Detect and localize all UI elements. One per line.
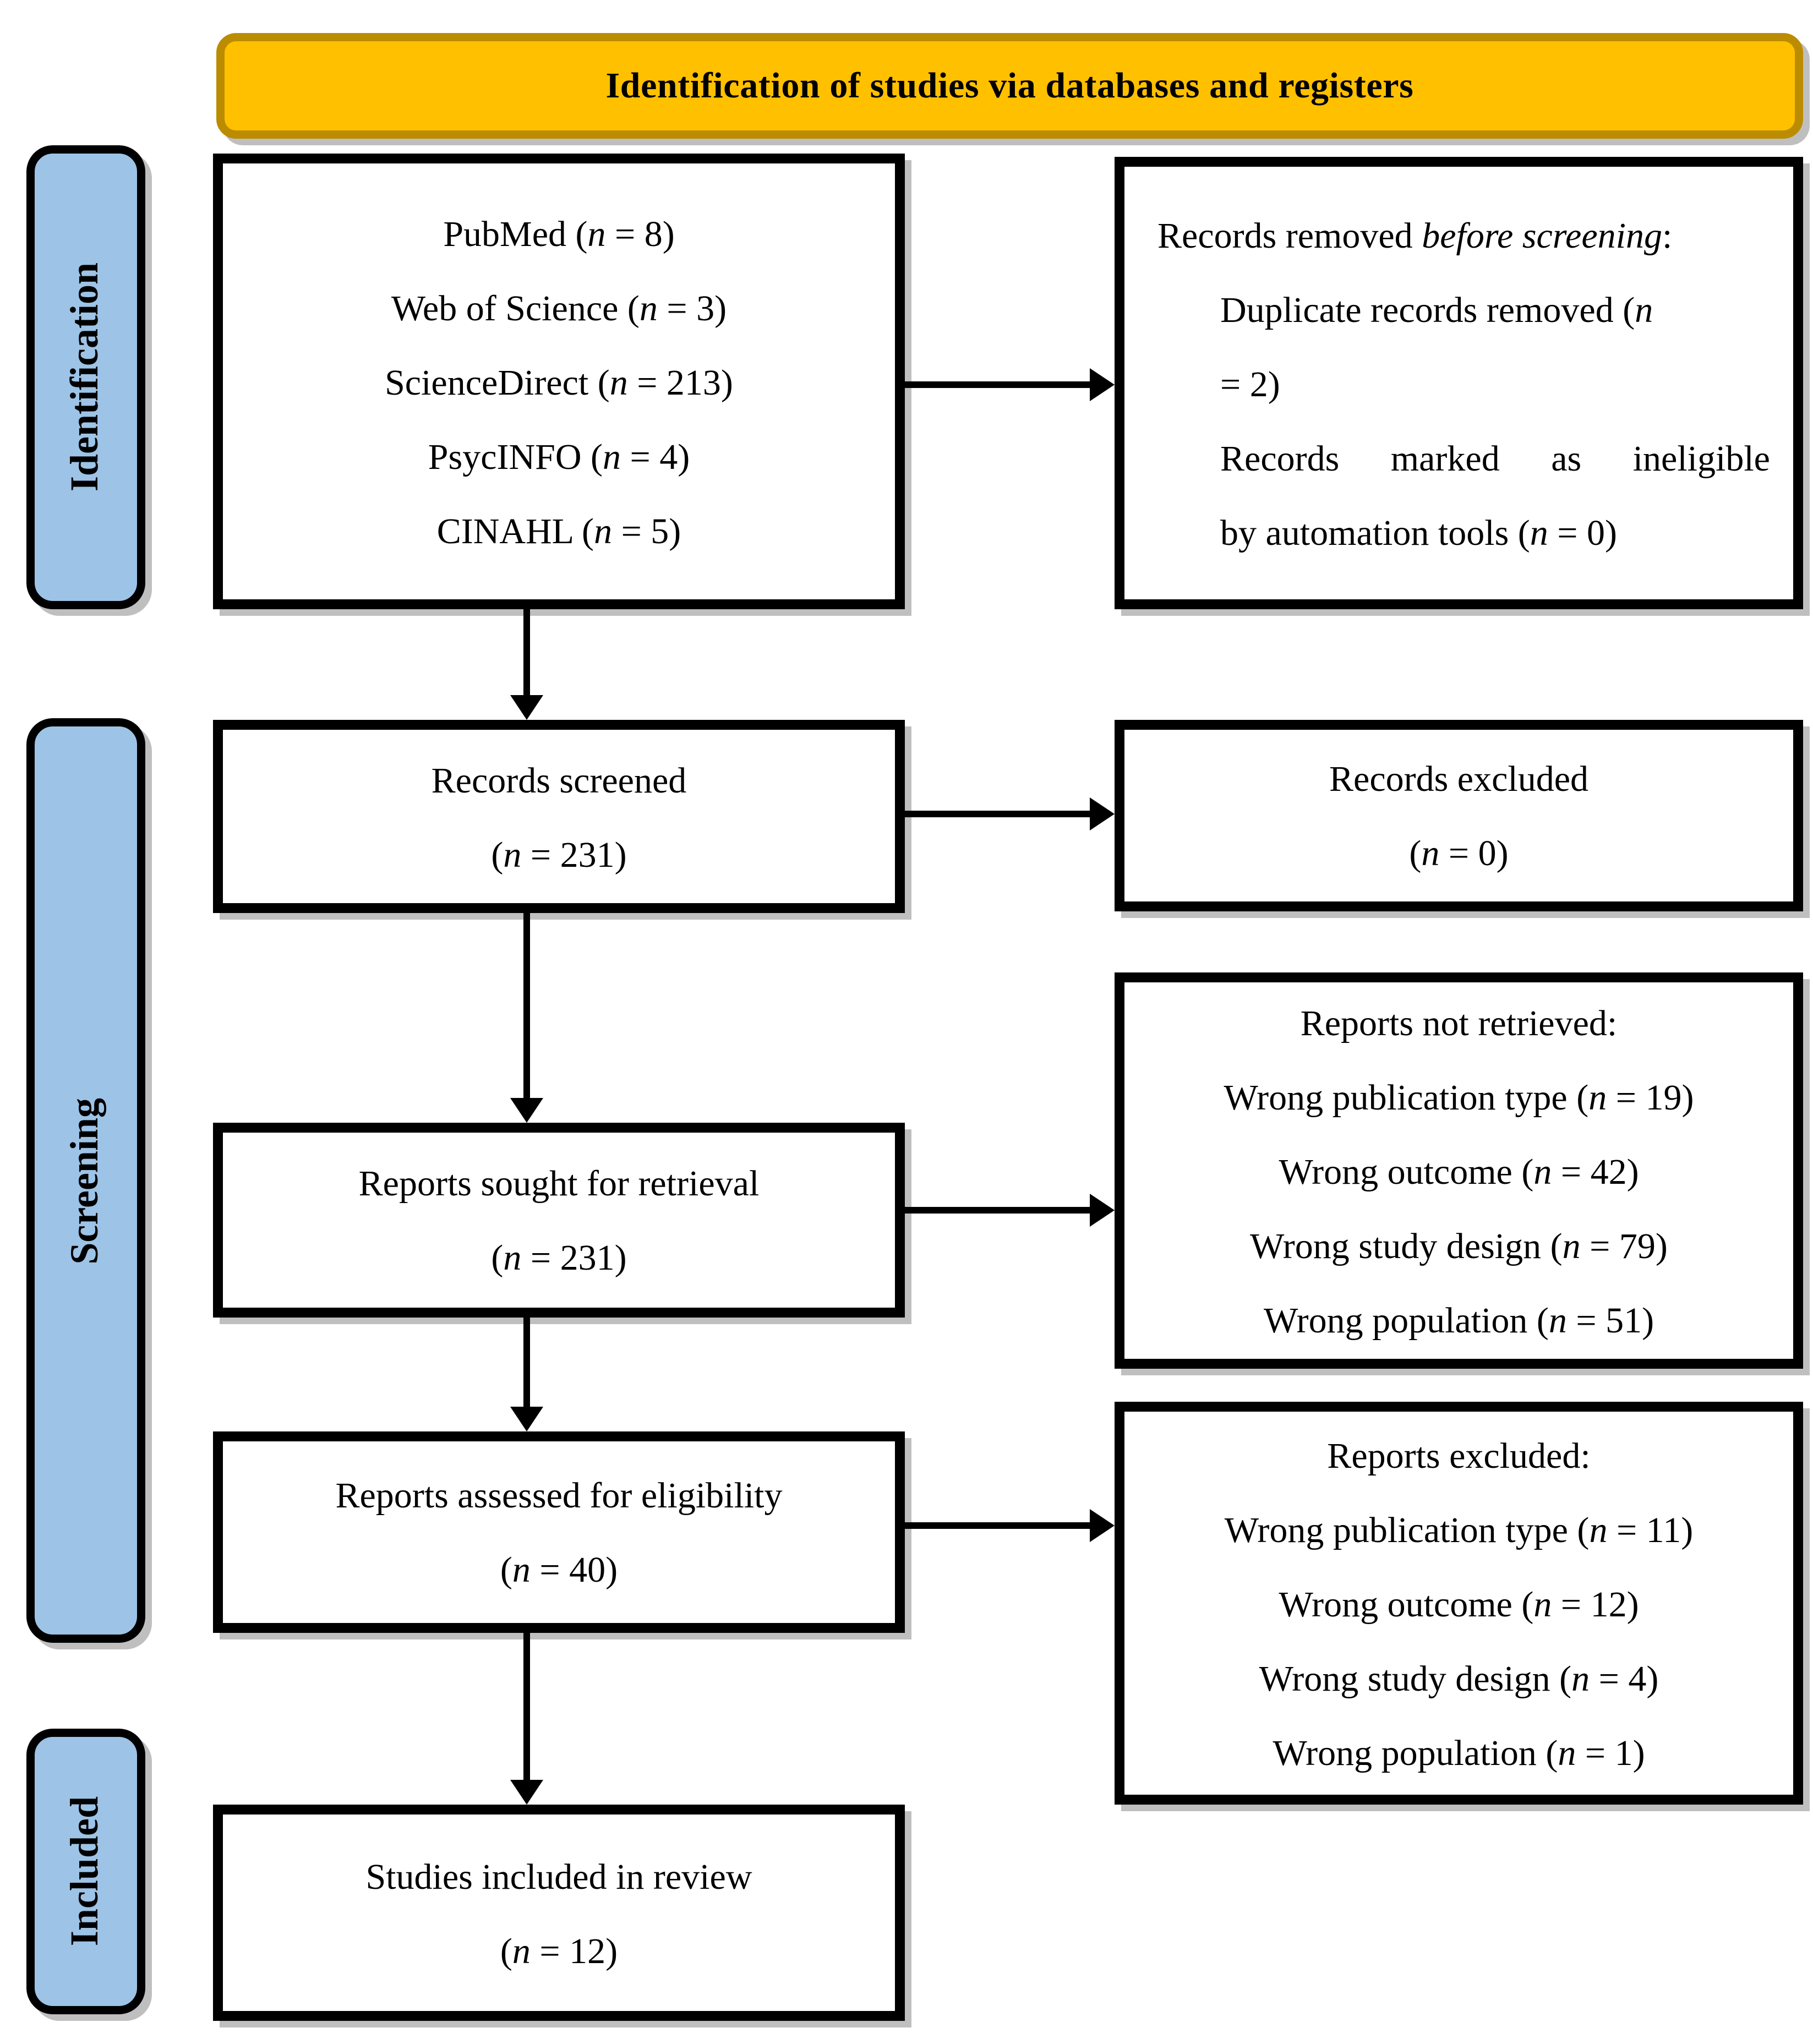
box-line: Wrong population (n = 51)	[1263, 1298, 1654, 1340]
box-reports-sought-for-retrieval: Reports sought for retrieval (n = 231)	[213, 1123, 905, 1318]
arrowhead-down-icon	[510, 1780, 543, 1805]
box-line: (n = 231)	[491, 833, 627, 875]
arrowhead-right-icon	[1090, 368, 1115, 401]
box-line: Wrong publication type (n = 11)	[1224, 1508, 1694, 1550]
box-line: PubMed (n = 8)	[443, 212, 675, 254]
box-line: (n = 40)	[500, 1549, 618, 1590]
box-records-excluded: Records excluded (n = 0)	[1115, 720, 1803, 911]
arrowhead-right-icon	[1090, 1509, 1115, 1542]
arrow-line	[523, 609, 530, 698]
stage-label-identification-text: Identification	[63, 263, 107, 492]
stage-label-screening: Screening	[26, 718, 145, 1643]
stage-label-included-text: Included	[63, 1796, 107, 1947]
arrow-line	[905, 381, 1093, 388]
arrowhead-down-icon	[510, 1098, 543, 1123]
arrow-down-assessed-to-included	[510, 1633, 543, 1805]
box-line: Reports not retrieved:	[1300, 1001, 1618, 1043]
box-records-screened: Records screened (n = 231)	[213, 720, 905, 913]
header-banner: Identification of studies via databases …	[216, 33, 1803, 139]
box-line: Web of Science (n = 3)	[391, 286, 727, 328]
box-databases-sources: PubMed (n = 8) Web of Science (n = 3) Scie…	[213, 154, 905, 609]
box-line: Records removed before screening:	[1157, 214, 1673, 255]
box-line: Duplicate records removed (n	[1220, 288, 1653, 330]
arrow-line	[523, 1318, 530, 1410]
arrowhead-down-icon	[510, 695, 543, 720]
arrow-down-sought-to-assessed	[510, 1318, 543, 1431]
stage-label-identification: Identification	[26, 145, 145, 609]
arrow-line	[523, 1633, 530, 1783]
box-line: (n = 231)	[491, 1237, 627, 1278]
box-line: Wrong outcome (n = 42)	[1279, 1150, 1639, 1192]
arrowhead-right-icon	[1090, 1194, 1115, 1227]
box-studies-included-in-review: Studies included in review (n = 12)	[213, 1805, 905, 2021]
box-line: Records excluded	[1329, 758, 1588, 799]
arrow-down-databases-to-screened	[510, 609, 543, 720]
box-line: Wrong study design (n = 79)	[1250, 1224, 1668, 1266]
box-line: by automation tools (n = 0)	[1220, 511, 1617, 553]
arrow-down-screened-to-sought	[510, 913, 543, 1123]
arrow-line	[905, 811, 1093, 817]
arrowhead-right-icon	[1090, 797, 1115, 830]
box-line: Wrong study design (n = 4)	[1259, 1657, 1659, 1698]
box-line: (n = 0)	[1409, 832, 1509, 873]
stage-label-included: Included	[26, 1729, 145, 2014]
box-reports-excluded: Reports excluded: Wrong publication type …	[1115, 1402, 1803, 1805]
arrowhead-down-icon	[510, 1407, 543, 1431]
stage-label-screening-text: Screening	[63, 1097, 107, 1264]
arrow-line	[905, 1522, 1093, 1529]
box-line: Records marked as ineligible	[1220, 436, 1770, 478]
box-line: PsycINFO (n = 4)	[428, 435, 690, 477]
box-line: Wrong publication type (n = 19)	[1224, 1075, 1694, 1117]
page-title: Identification of studies via databases …	[605, 64, 1414, 106]
box-line: CINAHL (n = 5)	[436, 509, 681, 551]
box-line: ScienceDirect (n = 213)	[385, 360, 733, 402]
box-records-removed-before-screening: Records removed before screening: Duplica…	[1115, 157, 1803, 609]
box-line: Reports sought for retrieval	[358, 1162, 760, 1204]
box-reports-not-retrieved: Reports not retrieved: Wrong publication …	[1115, 972, 1803, 1369]
box-line: Reports excluded:	[1327, 1434, 1591, 1475]
box-line: = 2)	[1220, 362, 1280, 404]
box-line: Records screened	[431, 758, 687, 800]
box-line: Reports assessed for eligibility	[335, 1474, 783, 1516]
box-line: Wrong outcome (n = 12)	[1279, 1582, 1639, 1624]
box-line: Wrong population (n = 1)	[1273, 1731, 1645, 1773]
box-line: Studies included in review	[365, 1855, 752, 1897]
box-line: (n = 12)	[500, 1929, 618, 1971]
arrow-line	[905, 1207, 1093, 1214]
arrow-line	[523, 913, 530, 1101]
box-reports-assessed-for-eligibility: Reports assessed for eligibility (n = 40)	[213, 1431, 905, 1633]
